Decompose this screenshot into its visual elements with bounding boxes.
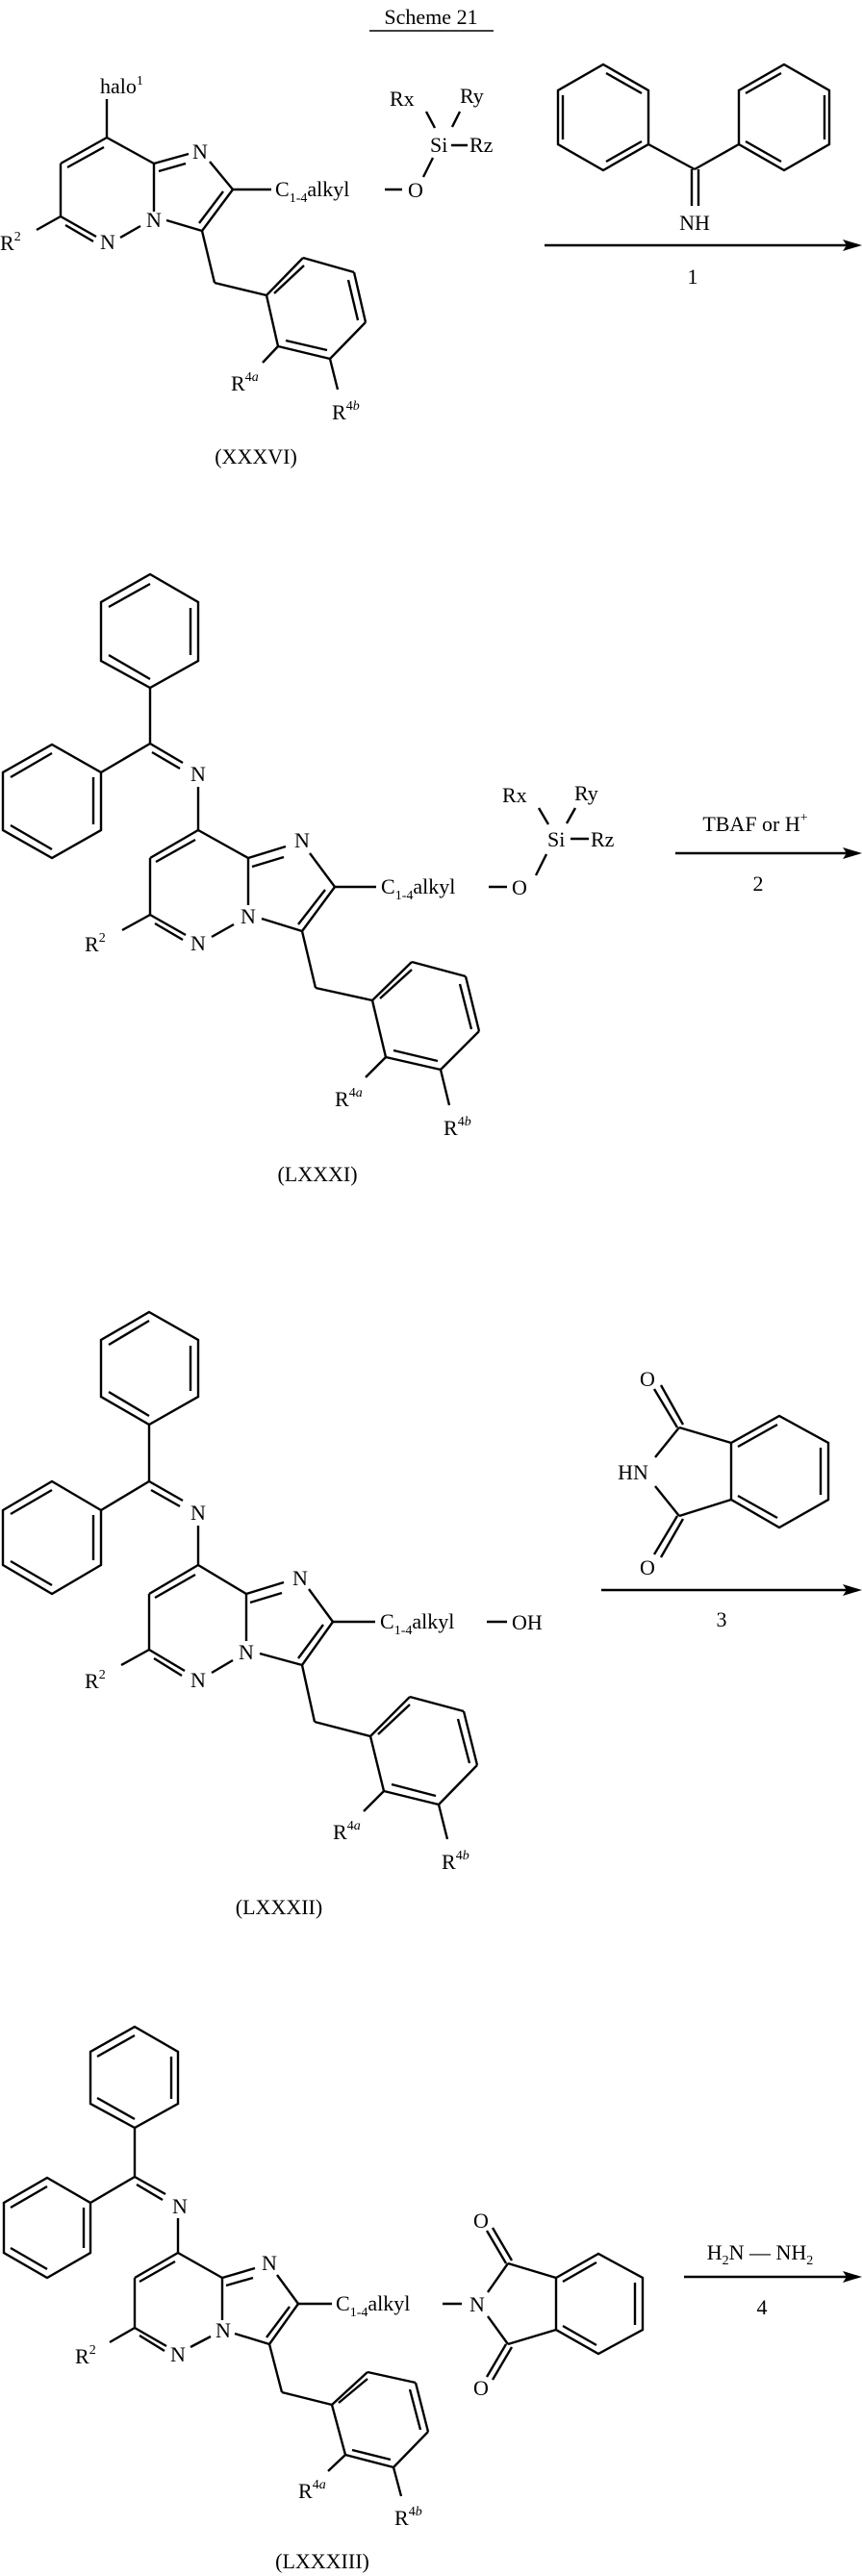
- rz-label: Rz: [469, 133, 494, 157]
- atom-n-imine: N: [190, 1501, 206, 1525]
- atom-o: O: [512, 875, 527, 899]
- r4b-label: R4b: [394, 2505, 422, 2530]
- step-number-4: 4: [757, 2295, 768, 2319]
- atom-n1: N: [170, 2342, 186, 2366]
- alkyl-chain: C1-4alkyl: [336, 2291, 410, 2320]
- compound-xxxvi: halo1 N N N R2 C1-4alkyl O Si Rz Rx: [0, 74, 494, 468]
- reaction-arrow-2: TBAF or H+ 2: [675, 811, 862, 896]
- atom-si: Si: [430, 133, 447, 157]
- atom-o: O: [640, 1367, 655, 1391]
- reaction-arrow-3: 3: [601, 1584, 862, 1631]
- atom-n-phthalimide: N: [469, 2292, 485, 2316]
- atom-o: O: [640, 1555, 655, 1579]
- compound-label-lxxxi: (LXXXI): [277, 1162, 357, 1186]
- atom-n1: N: [190, 931, 206, 955]
- atom-o: O: [408, 178, 423, 202]
- atom-n-bridge: N: [216, 2318, 231, 2342]
- atom-si: Si: [547, 827, 565, 851]
- r2-label: R2: [85, 1668, 106, 1693]
- compound-label-lxxxii: (LXXXII): [236, 1895, 322, 1919]
- scheme-title: Scheme 21: [369, 5, 494, 32]
- halo-label: halo1: [100, 74, 143, 98]
- reagent-hn: HN: [618, 1460, 648, 1484]
- atom-n-imine: N: [172, 2194, 188, 2218]
- scheme-title-text: Scheme 21: [384, 5, 477, 29]
- atom-o: O: [473, 2209, 489, 2233]
- atom-o: O: [473, 2376, 489, 2400]
- atom-n3: N: [292, 1566, 308, 1590]
- arrowhead-icon: [843, 847, 862, 859]
- reagent-nh: NH: [679, 211, 710, 235]
- ry-label: Ry: [460, 84, 484, 108]
- alkyl-chain: C1-4alkyl: [275, 177, 349, 206]
- r4b-label: R4b: [442, 1849, 469, 1874]
- reaction-arrow-1: 1: [545, 240, 862, 289]
- r2-label: R2: [75, 2343, 96, 2368]
- reagent-phthalimide: O HN O: [618, 1367, 830, 1579]
- r4a-label: R4a: [335, 1086, 363, 1111]
- compound-lxxxii: N N N N R2 C1-4alkyl OH: [1, 1310, 543, 1919]
- atom-n1: N: [100, 230, 115, 254]
- compound-label-xxxvi: (XXXVI): [215, 444, 297, 468]
- ry-label: Ry: [574, 781, 598, 805]
- hydroxyl-oh: OH: [512, 1610, 543, 1634]
- alkyl-chain: C1-4alkyl: [381, 874, 455, 903]
- compound-label-lxxxiii: (LXXXIII): [275, 2549, 369, 2573]
- reaction-arrow-4: H2N — NH2 4: [684, 2240, 862, 2319]
- reagent-hydrazine: H2N — NH2: [707, 2240, 814, 2268]
- step-number-1: 1: [688, 265, 698, 289]
- reagent-benzophenone-imine: NH: [556, 63, 831, 235]
- arrowhead-icon: [843, 1584, 862, 1596]
- r4a-label: R4a: [298, 2478, 326, 2503]
- r4a-label: R4a: [231, 370, 259, 395]
- compound-lxxxiii: N N N N R2 C1-4alkyl N O O: [2, 2025, 645, 2573]
- r2-label: R2: [85, 931, 106, 956]
- atom-n3: N: [192, 139, 208, 164]
- rx-label: Rx: [502, 783, 527, 807]
- atom-n-bridge: N: [241, 904, 256, 928]
- atom-n-bridge: N: [239, 1640, 254, 1664]
- atom-n-imine: N: [190, 762, 206, 786]
- rx-label: Rx: [390, 87, 415, 111]
- rz-label: Rz: [591, 827, 615, 851]
- atom-n1: N: [190, 1668, 206, 1692]
- r4b-label: R4b: [444, 1115, 471, 1140]
- arrowhead-icon: [843, 240, 862, 251]
- step-number-3: 3: [717, 1607, 727, 1631]
- arrowhead-icon: [843, 2271, 862, 2283]
- atom-n3: N: [262, 2251, 277, 2275]
- reagent-tbaf: TBAF or H+: [702, 811, 807, 836]
- compound-lxxxi: N N N N R2 C1-4alkyl O Si Rz Rx: [1, 572, 615, 1186]
- atom-n-bridge: N: [146, 208, 162, 232]
- step-number-2: 2: [753, 871, 764, 896]
- atom-n3: N: [294, 828, 310, 852]
- r2-label: R2: [0, 230, 21, 255]
- alkyl-chain: C1-4alkyl: [380, 1609, 454, 1638]
- r4b-label: R4b: [332, 399, 360, 424]
- r4a-label: R4a: [333, 1819, 361, 1844]
